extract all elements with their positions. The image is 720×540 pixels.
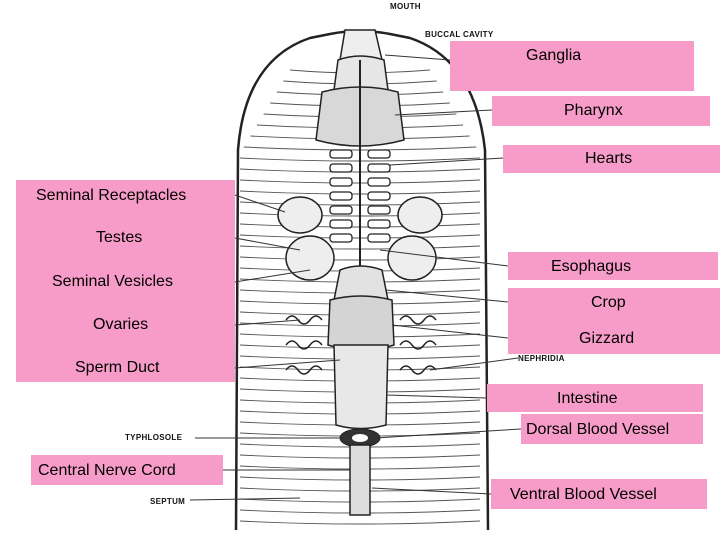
- nephridium-left: [285, 315, 323, 325]
- pharynx-label: Pharynx: [564, 102, 623, 119]
- leader-line: [374, 428, 522, 439]
- intestine: [333, 344, 389, 430]
- nephridium-left: [285, 340, 323, 350]
- label-typhlosole: TYPHLOSOLE: [125, 433, 183, 442]
- heart-arch: [329, 149, 353, 159]
- ganglia-box: [450, 41, 694, 91]
- dorsal-vessel-box: [521, 414, 703, 444]
- gizzard-label: Gizzard: [579, 330, 635, 347]
- seminal-receptacles-label: Seminal Receptacles: [36, 187, 187, 204]
- heart-arch: [329, 191, 353, 201]
- nephridium-right: [399, 340, 437, 350]
- leader-line: [234, 237, 301, 251]
- heart-arch: [367, 163, 391, 173]
- dorsal-blood-vessel-label: Dorsal Blood Vessel: [526, 421, 670, 438]
- ovaries-label: Ovaries: [93, 316, 149, 333]
- pharynx-box: [492, 96, 710, 126]
- hearts-label: Hearts: [585, 150, 633, 167]
- heart-arch: [329, 219, 353, 229]
- heart-arch: [367, 191, 391, 201]
- heart-arch: [329, 233, 353, 243]
- intestine-label: Intestine: [557, 390, 618, 407]
- leader-line: [371, 487, 492, 495]
- leader-line: [384, 54, 451, 61]
- ventral-blood-vessel-label: Ventral Blood Vessel: [510, 486, 657, 503]
- label-buccal-cavity: BUCCAL CAVITY: [425, 30, 494, 39]
- label-mouth: MOUTH: [390, 2, 421, 11]
- sperm-duct-label: Sperm Duct: [75, 359, 160, 376]
- seminal-vesicle-right: [397, 196, 443, 234]
- nephridia-group: [285, 315, 437, 375]
- segment-ring: [239, 520, 481, 525]
- leader-line: [429, 357, 519, 371]
- seminal-vesicle-left: [277, 196, 323, 234]
- heart-arch: [367, 149, 391, 159]
- leader-line: [379, 249, 509, 267]
- heart-arch: [329, 205, 353, 215]
- seminal-vesicle-right-2: [387, 235, 437, 281]
- left-organs-box: [16, 180, 235, 382]
- leader-line: [234, 269, 311, 283]
- testes-label: Testes: [96, 229, 143, 246]
- label-nephridia: NEPHRIDIA: [518, 354, 565, 363]
- leader-line: [391, 324, 509, 339]
- heart-arch: [367, 205, 391, 215]
- leader-line: [385, 289, 509, 303]
- leader-line: [234, 194, 286, 213]
- nephridium-right: [399, 365, 437, 375]
- intestine-box: [487, 384, 703, 412]
- esophagus-box: [508, 252, 718, 280]
- leader-line: [234, 359, 341, 369]
- leader-line: [394, 109, 493, 116]
- leader-line: [389, 157, 504, 166]
- leader-lines: [189, 54, 522, 501]
- heart-arch: [329, 177, 353, 187]
- heart-arch: [329, 163, 353, 173]
- ventral-vessel-box: [491, 479, 707, 509]
- nephridium-right: [399, 315, 437, 325]
- leader-line: [189, 497, 301, 501]
- nerve-cord-box: [31, 455, 223, 485]
- nephridium-left: [285, 365, 323, 375]
- label-septum: SEPTUM: [150, 497, 186, 506]
- nerve-cord-tube: [349, 444, 371, 516]
- crop-gizzard-box: [508, 288, 720, 354]
- hearts-box: [503, 145, 720, 173]
- heart-arch: [367, 177, 391, 187]
- central-nerve-cord-label: Central Nerve Cord: [38, 462, 176, 479]
- hearts-group: [329, 149, 391, 243]
- seminal-vesicle-left-2: [285, 235, 335, 281]
- seminal-vesicles-label: Seminal Vesicles: [52, 273, 173, 290]
- heart-arch: [367, 233, 391, 243]
- leader-line: [234, 319, 301, 326]
- leader-line: [385, 394, 488, 399]
- esophagus-label: Esophagus: [551, 258, 632, 275]
- crop-label: Crop: [591, 294, 626, 311]
- typhlosole-inner: [352, 434, 368, 442]
- gizzard: [327, 295, 395, 352]
- heart-arch: [367, 219, 391, 229]
- ganglia-label: Ganglia: [526, 47, 582, 64]
